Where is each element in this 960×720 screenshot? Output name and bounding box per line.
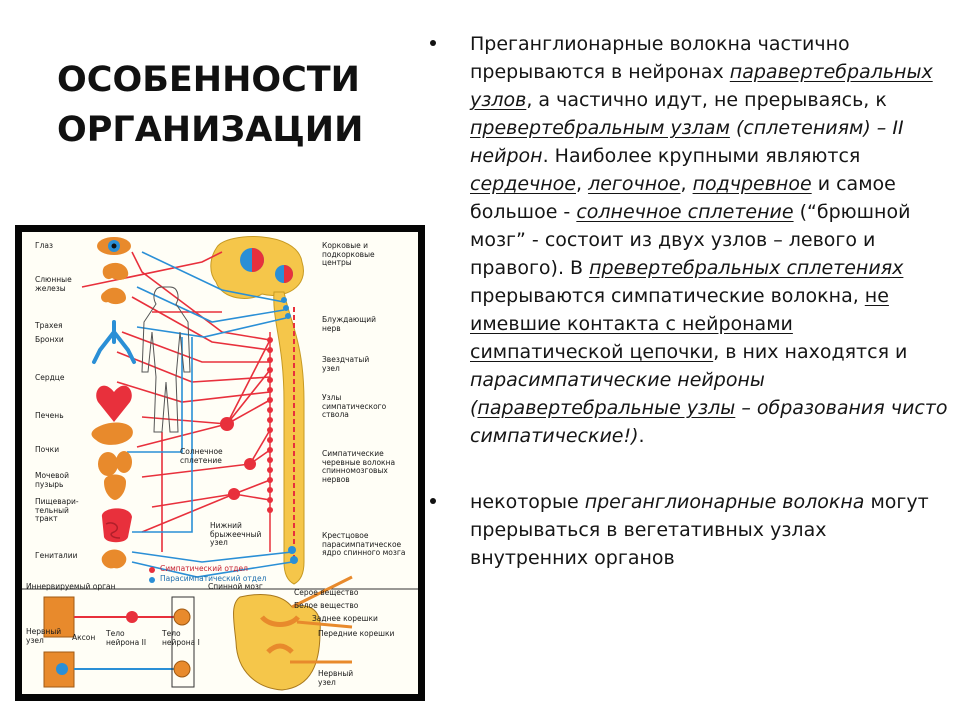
organs bbox=[91, 237, 136, 569]
legend-label: Симпатический отдел bbox=[160, 564, 248, 573]
inset-label: Аксон bbox=[72, 633, 96, 642]
bullet-text-segment: парасимпатические нейроны bbox=[470, 369, 765, 391]
bullet-text-segment: (сплетениям) – II нейрон bbox=[470, 117, 904, 167]
bullet-text-segment: легочное bbox=[588, 173, 681, 195]
organ-label: Бронхи bbox=[35, 335, 64, 344]
cortical-center-icon bbox=[252, 248, 264, 272]
slide-title-line: ОРГАНИЗАЦИИ bbox=[57, 110, 364, 150]
bullet-text-segment: подчревное bbox=[692, 173, 812, 195]
center-label: Корковые и подкорковые центры bbox=[322, 241, 375, 267]
bullet-text-segment: прерываются симпатические волокна, bbox=[470, 285, 865, 307]
kidney-icon bbox=[98, 452, 118, 476]
bullet-text-segment: некоторые bbox=[470, 491, 585, 513]
bullet-text-segment: паравертебральных узлов bbox=[470, 61, 933, 111]
bullet-text-segment: не имевшие контакта с нейронами симпатич… bbox=[470, 285, 889, 363]
bullet-text-segment: (“брюшной мозг” - состоит из двух узлов … bbox=[470, 201, 911, 279]
legend-label: Парасимпатический отдел bbox=[160, 574, 267, 583]
subcortical-center-icon bbox=[284, 265, 293, 283]
bullet-dot-icon bbox=[430, 40, 436, 46]
inset-label: Нервный узел bbox=[318, 669, 354, 687]
bullet-text-segment: , bbox=[680, 173, 693, 195]
legend-sympathetic-icon bbox=[149, 567, 155, 573]
bullet-text-segment: превертебральных сплетениях bbox=[589, 257, 904, 279]
bullet-text: Преганглионарные волокна частично прерыв… bbox=[470, 30, 950, 450]
inset-label: Тело нейрона I bbox=[162, 629, 200, 647]
bullet-text-segment: превертебральным узлам bbox=[470, 117, 730, 139]
slide-title: ОСОБЕННОСТИ ОРГАНИЗАЦИИ bbox=[57, 55, 387, 155]
kidney-icon bbox=[116, 451, 132, 473]
neuron-ii-body-icon bbox=[126, 611, 138, 623]
center-label: Звездчатый узел bbox=[322, 355, 370, 373]
inset-label: Белое вещество bbox=[294, 601, 359, 610]
organ-label: Гениталии bbox=[35, 551, 78, 560]
inset-label: Передние корешки bbox=[318, 629, 395, 638]
inset-label: Спинной мозг bbox=[208, 582, 263, 591]
bullet-text-segment: преганглионарные волокна bbox=[584, 491, 865, 513]
bullet-text-segment: , bbox=[575, 173, 589, 195]
bullet-text-segment: сердечное bbox=[470, 173, 576, 195]
parasympathetic-fibers bbox=[127, 251, 293, 578]
bullet-text-segment: ( bbox=[470, 397, 478, 419]
center-label: Узлы симпатического ствола bbox=[322, 393, 387, 419]
inset-label: Иннервируемый орган bbox=[26, 582, 116, 591]
salivary-gland-icon bbox=[101, 287, 126, 305]
center-label: Симпатические черевные волокна спинномоз… bbox=[322, 449, 396, 484]
legend bbox=[149, 567, 155, 583]
trachea-bronchi-icon bbox=[92, 320, 136, 364]
neuron-i-body-icon bbox=[173, 608, 191, 626]
genitals-icon bbox=[101, 549, 127, 569]
organ-label: Мочевой пузырь bbox=[35, 471, 69, 489]
bladder-icon bbox=[104, 474, 126, 500]
inset-label: Серое вещество bbox=[294, 588, 359, 597]
organ-label: Пищевари- тельный тракт bbox=[35, 497, 79, 523]
neuron-ii-body-icon bbox=[56, 663, 68, 675]
center-label: Блуждающий нерв bbox=[322, 315, 377, 333]
body-outline-icon bbox=[141, 286, 191, 433]
spinal-cord-icon bbox=[273, 291, 305, 585]
bullet-text: некоторые преганглионарные волокна могут… bbox=[470, 488, 950, 572]
center-label: Солнечное сплетение bbox=[180, 447, 223, 465]
bullet-list: Преганглионарные волокна частично прерыв… bbox=[430, 30, 950, 572]
salivary-gland-icon bbox=[102, 262, 129, 280]
inset-label: Нервный узел bbox=[26, 627, 62, 645]
bullet-text-segment: солнечное сплетение bbox=[576, 201, 794, 223]
inset-label: Заднее корешки bbox=[312, 614, 378, 623]
inset-label: Тело нейрона II bbox=[106, 629, 147, 647]
organ-label: Глаз bbox=[35, 241, 53, 250]
center-label: Крестцовое парасимпатическое ядро спинно… bbox=[322, 531, 406, 557]
bullet-text-segment: . Наиболее крупными являются bbox=[542, 145, 861, 167]
organ-label: Трахея bbox=[35, 321, 63, 330]
bullet-text-segment: , а частично идут, не прерываясь, к bbox=[526, 89, 887, 111]
slide-title-line: ОСОБЕННОСТИ bbox=[57, 60, 360, 100]
sympathetic-trunk bbox=[267, 332, 273, 552]
bullet-text-segment: могут прерываться в вегетативных узлах в… bbox=[470, 491, 929, 569]
bullet-text-segment: и самое большое - bbox=[470, 173, 896, 223]
organ-label: Сердце bbox=[35, 373, 65, 382]
inset-panel bbox=[22, 575, 418, 691]
nervous-system-diagram: Глаз Слюнные железы Трахея Бронхи Сердце… bbox=[15, 225, 425, 701]
bullet-text-segment: паравертебральные узлы bbox=[477, 397, 736, 419]
neuron-i-body-icon bbox=[173, 660, 191, 678]
bullet-item: некоторые преганглионарные волокна могут… bbox=[430, 488, 950, 572]
organ-label: Печень bbox=[35, 411, 64, 420]
center-label: Нижний брыжеечный узел bbox=[210, 521, 262, 547]
diagram-drawing bbox=[22, 236, 418, 691]
legend-parasympathetic-icon bbox=[149, 577, 155, 583]
organ-label: Почки bbox=[35, 445, 60, 454]
bullet-text-segment: – образования чисто симпатические!) bbox=[470, 397, 948, 447]
bullet-text-segment: . bbox=[638, 425, 645, 447]
bullet-text-segment: Преганглионарные волокна частично прерыв… bbox=[470, 33, 850, 83]
heart-icon bbox=[96, 385, 132, 422]
organ-label: Слюнные железы bbox=[35, 275, 72, 293]
bullet-dot-icon bbox=[430, 498, 436, 504]
liver-icon bbox=[91, 422, 133, 445]
bullet-text-segment: , в них находятся и bbox=[713, 341, 908, 363]
bullet-item: Преганглионарные волокна частично прерыв… bbox=[430, 30, 950, 450]
